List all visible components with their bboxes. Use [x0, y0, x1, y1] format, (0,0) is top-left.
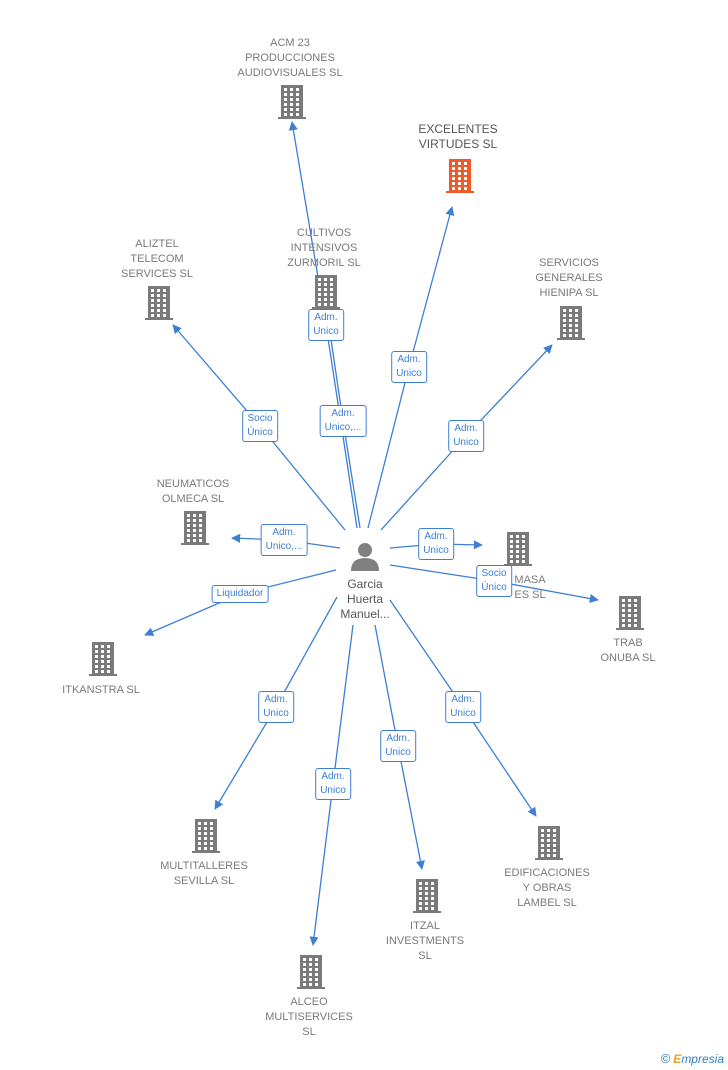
edge-label-alceo[interactable]: Adm. Unico: [315, 768, 351, 800]
edge-label-acm[interactable]: Adm. Unico: [308, 309, 344, 341]
building-icon-masa[interactable]: [504, 532, 532, 566]
edge-label-aliztel[interactable]: Socio Único: [242, 410, 278, 442]
edge-label-trab[interactable]: Socio Único: [476, 565, 512, 597]
edge-label-edificaciones[interactable]: Adm. Unico: [445, 691, 481, 723]
building-icon-multitalleres[interactable]: [192, 819, 220, 853]
company-label-neumaticos[interactable]: NEUMATICOS OLMECA SL: [156, 478, 230, 505]
edge-label-excelentes[interactable]: Adm. Unico: [391, 351, 427, 383]
company-label-edificaciones[interactable]: EDIFICACIONES Y OBRAS LAMBEL SL: [504, 867, 590, 909]
edge-label-servicios[interactable]: Adm. Unico: [448, 420, 484, 452]
edge-label-itkanstra[interactable]: Liquidador: [211, 585, 269, 603]
building-icon-servicios[interactable]: [557, 306, 585, 340]
building-icon-trab[interactable]: [616, 596, 644, 630]
edge-label-itzal[interactable]: Adm. Unico: [380, 730, 416, 762]
edge-label-multitalleres[interactable]: Adm. Unico: [258, 691, 294, 723]
company-label-cultivos[interactable]: CULTIVOS INTENSIVOS ZURMORIL SL: [287, 227, 361, 269]
building-icon-itkanstra[interactable]: [89, 642, 117, 676]
building-icon-edificaciones[interactable]: [535, 826, 563, 860]
company-label-multitalleres[interactable]: MULTITALLERES SEVILLA SL: [160, 860, 248, 887]
company-label-servicios[interactable]: SERVICIOS GENERALES HIENIPA SL: [535, 257, 603, 299]
footer-brand[interactable]: ©Empresia: [661, 1051, 724, 1066]
building-icon-alceo[interactable]: [297, 955, 325, 989]
edge-label-neumaticos[interactable]: Adm. Unico,...: [260, 524, 308, 556]
copyright-icon: ©: [660, 1051, 671, 1066]
company-label-masa[interactable]: MASA ES SL: [514, 574, 546, 601]
brand-e: E: [673, 1052, 682, 1066]
building-icon-acm[interactable]: [278, 85, 306, 119]
building-icon-cultivos[interactable]: [312, 275, 340, 309]
company-label-itkanstra[interactable]: ITKANSTRA SL: [62, 684, 140, 696]
company-label-alceo[interactable]: ALCEO MULTISERVICES SL: [265, 996, 353, 1038]
person-name[interactable]: Garcia Huerta Manuel...: [340, 577, 390, 621]
person-icon[interactable]: [351, 543, 379, 571]
company-label-excelentes[interactable]: EXCELENTES VIRTUDES SL: [418, 122, 498, 151]
brand-name: mpresia: [681, 1052, 724, 1066]
building-icon-neumaticos[interactable]: [181, 511, 209, 545]
building-icon-itzal[interactable]: [413, 879, 441, 913]
edge-label-masa[interactable]: Adm. Unico: [418, 528, 454, 560]
building-icon-aliztel[interactable]: [145, 286, 173, 320]
company-label-itzal[interactable]: ITZAL INVESTMENTS SL: [385, 920, 465, 962]
company-label-acm[interactable]: ACM 23 PRODUCCIONES AUDIOVISUALES SL: [237, 37, 343, 79]
edge-label-cultivos[interactable]: Adm. Unico,...: [319, 405, 367, 437]
company-label-aliztel[interactable]: ALIZTEL TELECOM SERVICES SL: [121, 238, 193, 280]
company-label-trab[interactable]: TRAB ONUBA SL: [600, 637, 656, 664]
building-icon-excelentes[interactable]: [446, 159, 474, 193]
